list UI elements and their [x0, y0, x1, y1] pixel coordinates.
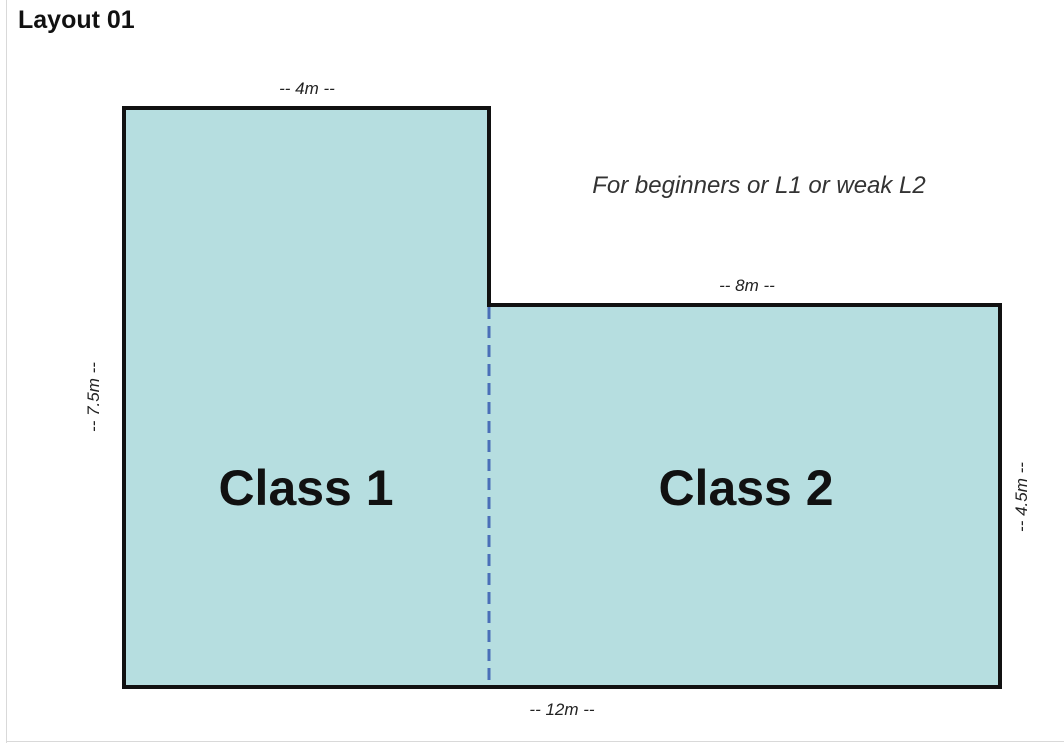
page-title: Layout 01 — [18, 6, 135, 34]
class-2-label: Class 2 — [658, 460, 833, 516]
floor-plan-outline — [122, 106, 1002, 689]
dimension-right-top-width: -- 8m -- — [719, 276, 775, 295]
frame-border-left — [6, 0, 7, 743]
dimension-top-left-width: -- 4m -- — [279, 79, 335, 98]
dimension-bottom-width: -- 12m -- — [529, 700, 595, 719]
level-note: For beginners or L1 or weak L2 — [592, 172, 926, 199]
dimension-left-height: -- 7.5m -- — [84, 362, 103, 432]
dimension-right-height: -- 4.5m -- — [1012, 462, 1031, 532]
class-1-label: Class 1 — [218, 460, 393, 516]
frame-border-bottom — [6, 741, 1064, 742]
